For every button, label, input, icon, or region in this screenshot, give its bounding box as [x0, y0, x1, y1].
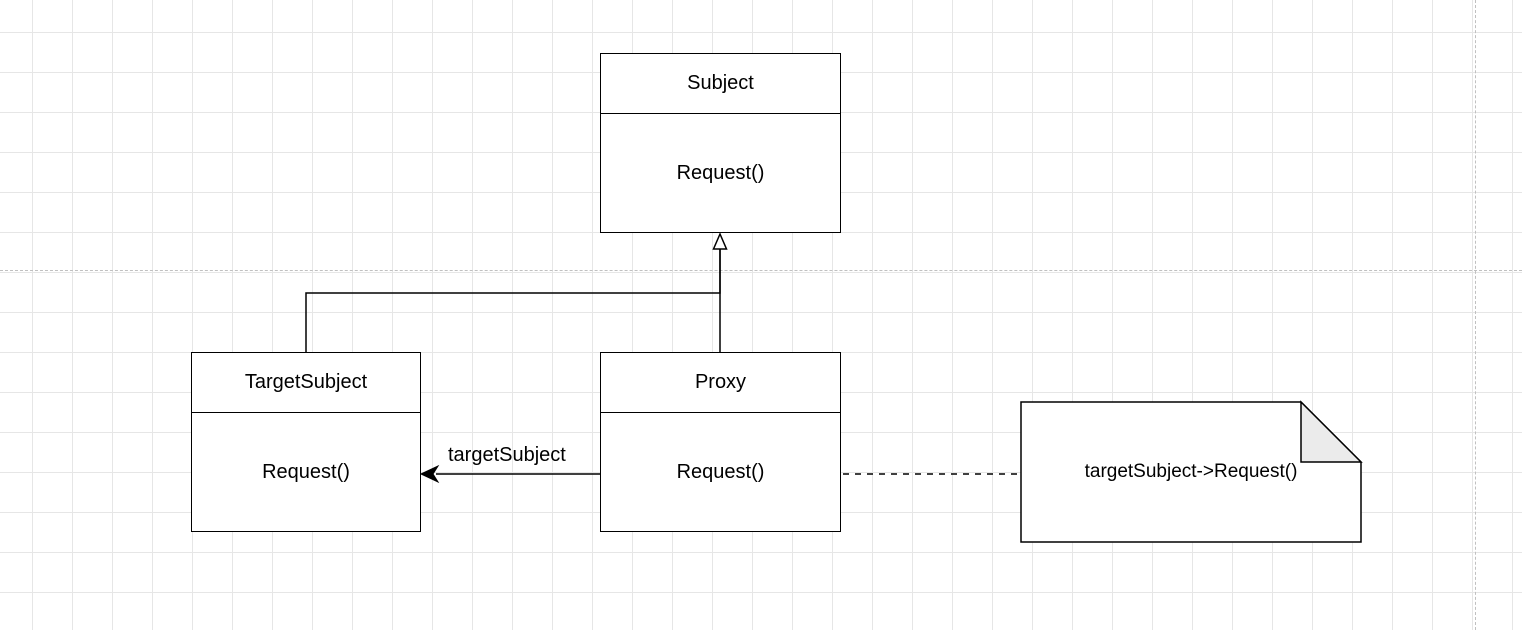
generalization-arrowhead	[712, 232, 728, 250]
class-target-subject-operation: Request()	[262, 460, 350, 483]
class-target-subject-name: TargetSubject	[192, 353, 420, 413]
class-proxy-name: Proxy	[601, 353, 840, 413]
class-subject[interactable]: Subject Request()	[600, 53, 841, 233]
page-break-horizontal	[0, 270, 1522, 271]
class-subject-name: Subject	[601, 54, 840, 114]
generalization-line-targetsubject[interactable]	[305, 249, 721, 352]
note-text: targetSubject->Request()	[1084, 461, 1298, 482]
class-target-subject[interactable]: TargetSubject Request()	[191, 352, 421, 532]
page-break-vertical	[1475, 0, 1476, 630]
association-arrowhead	[419, 464, 440, 484]
class-subject-operation: Request()	[676, 161, 765, 184]
note-fold-corner	[1300, 400, 1363, 463]
class-proxy[interactable]: Proxy Request()	[600, 352, 841, 532]
note-shape[interactable]	[1020, 401, 1362, 543]
association-label: targetSubject	[448, 444, 566, 466]
class-proxy-operation: Request()	[676, 460, 765, 483]
